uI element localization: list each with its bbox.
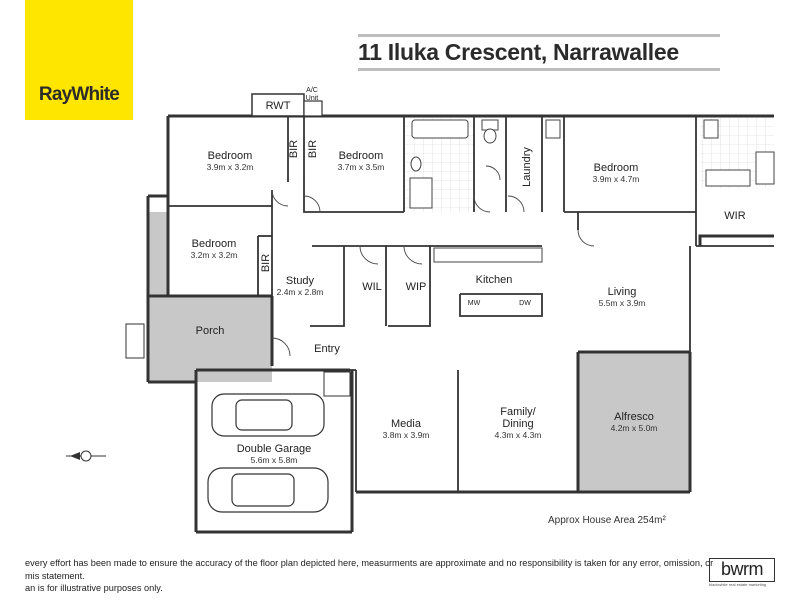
ensuite-toilet [703,119,719,139]
bedroom-1-name: Bedroom [208,150,253,162]
compass-icon [66,450,106,462]
car-top-icon [211,393,325,437]
side-deck-fill [148,212,168,296]
family-dims: 4.3m x 4.3m [495,430,542,440]
shower [409,177,433,209]
study-name: Study [286,275,315,287]
alfresco-name: Alfresco [614,411,654,423]
bir-label-3: BIR [260,254,272,272]
wip-label: WIP [406,281,427,293]
bwrm-logo-text: bwrm [709,558,775,582]
media-dims: 3.8m x 3.9m [383,430,430,440]
bedroom-3-dims: 3.2m x 3.2m [191,250,238,260]
bedroom-2-dims: 3.7m x 3.5m [338,162,385,172]
living-name: Living [608,286,637,298]
bwrm-subtext: blackwhite real estate marketing [709,582,767,587]
logo-text: RayWhite [38,84,120,105]
master-bedroom-name: Bedroom [594,162,639,174]
ensuite-shower [755,151,775,185]
kitchen-name: Kitchen [476,274,513,286]
dw-label: DW [519,300,531,307]
toilet [483,128,497,144]
bedroom-2-name: Bedroom [339,150,384,162]
ac-unit [303,100,323,117]
title-rule-top [358,34,720,37]
interior-walls [168,116,774,492]
ac-label-2: Unit [306,95,319,102]
mw-label: MW [468,300,481,307]
laundry-tub [545,119,561,139]
alfresco-dims: 4.2m x 5.0m [611,423,658,433]
study-dims: 2.4m x 2.8m [277,287,324,297]
laundry-label: Laundry [521,147,533,187]
garage-name: Double Garage [237,443,312,455]
kitchen-bench [433,247,543,263]
media-name: Media [391,418,422,430]
wil-label: WIL [362,281,382,293]
ac-label-1: A/C [306,87,318,94]
disclaimer: every effort has been made to ensure the… [25,557,715,595]
entry-name: Entry [314,343,340,355]
disclaimer-line-2: an is for illustrative purposes only. [25,583,163,593]
porch-fill [148,296,272,382]
exterior-walls [146,114,774,534]
garage-dims: 5.6m x 5.8m [251,455,298,465]
bir-label-2: BIR [307,140,319,158]
disclaimer-line-1: every effort has been made to ensure the… [25,558,714,581]
wir-label: WIR [724,210,745,222]
bir-label-1: BIR [288,140,300,158]
car-bottom-icon [207,467,329,513]
raywhite-logo: RayWhite [25,0,133,120]
title-rule-bottom [358,68,720,71]
porch-steps [125,323,145,359]
bedroom-1-dims: 3.9m x 3.2m [207,162,254,172]
ensuite-vanity [705,169,751,187]
vanity-basin [410,156,422,172]
garage-steps [323,371,351,397]
living-dims: 5.5m x 3.9m [599,298,646,308]
porch-name: Porch [196,325,225,337]
door-swings [271,165,595,357]
bathtub [411,119,469,139]
page-title: 11 Iluka Crescent, Narrawallee [358,39,679,65]
bwrm-logo: bwrm blackwhite real estate marketing [709,558,775,587]
rwt-label: RWT [266,100,291,112]
house-area: Approx House Area 254m² [548,515,666,526]
family-name-2: Dining [502,418,533,430]
family-name-1: Family/ [500,406,536,418]
bedroom-3-name: Bedroom [192,238,237,250]
alfresco-fill [578,352,690,492]
master-bedroom-dims: 3.9m x 4.7m [593,174,640,184]
